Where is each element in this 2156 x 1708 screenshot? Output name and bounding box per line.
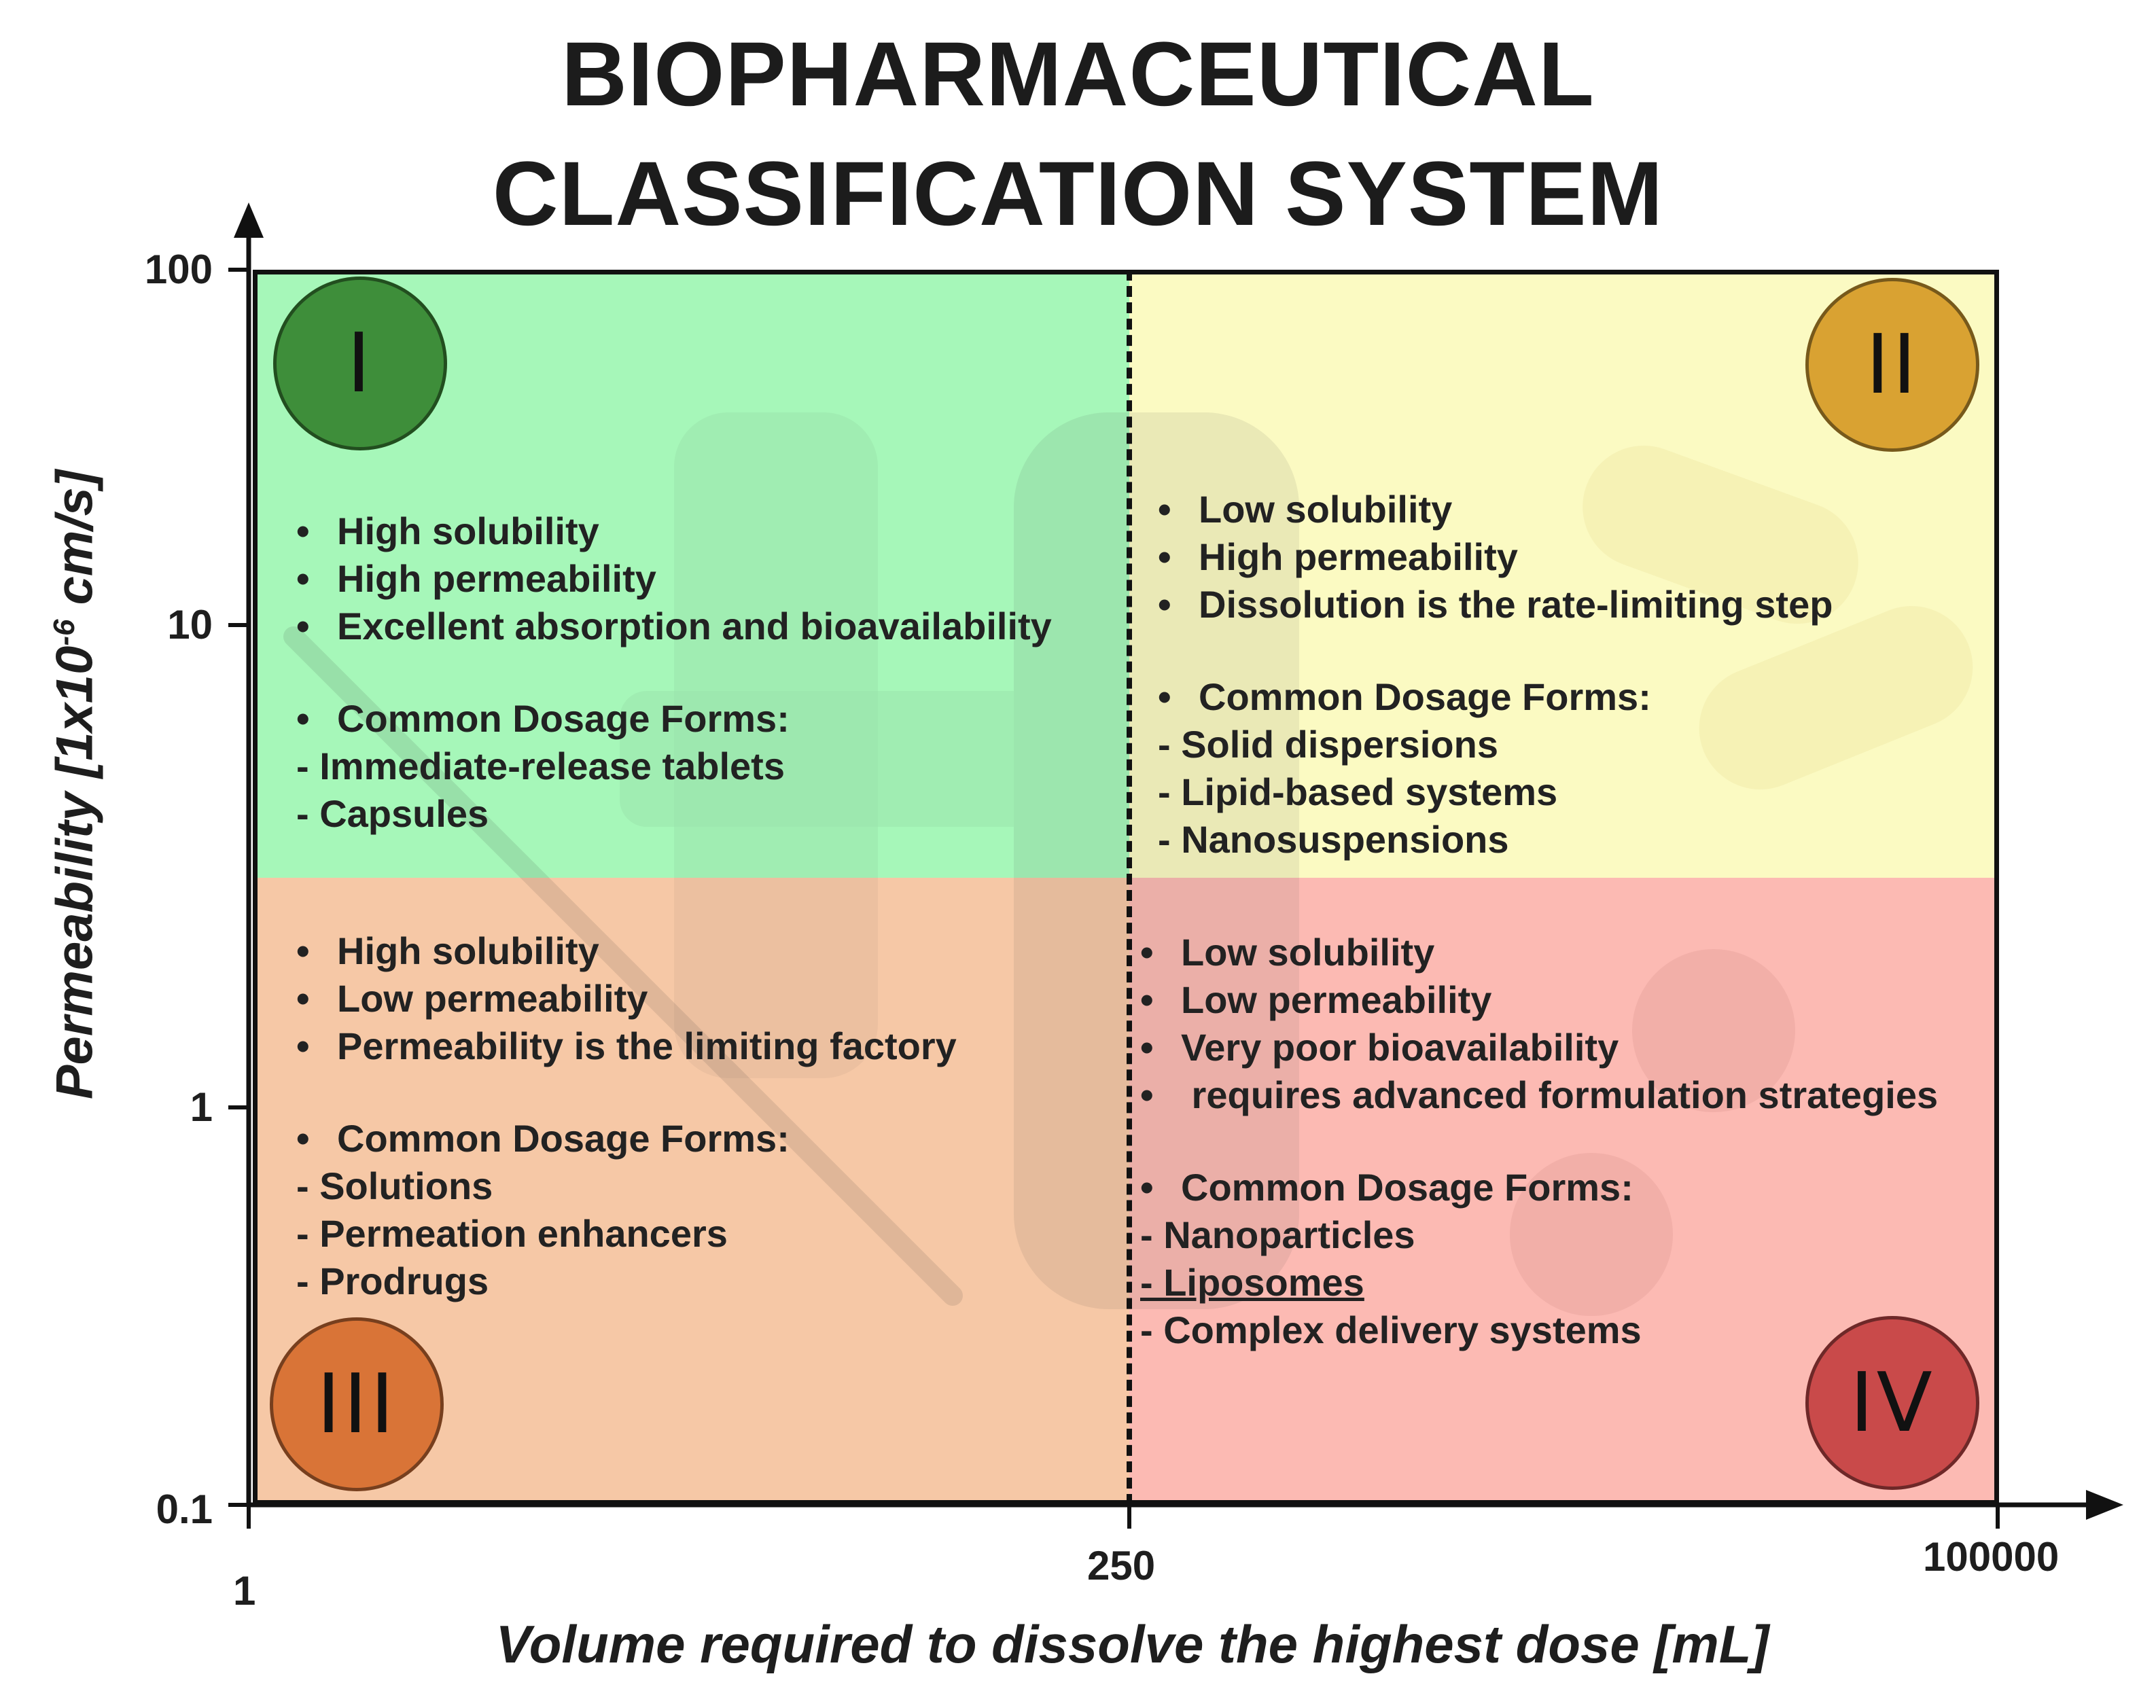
class-2-dosage-form: - Lipid-based systems [1158, 770, 1558, 813]
y-tick-label-0.1: 0.1 [156, 1487, 213, 1532]
x-tick-label-100000: 100000 [1923, 1534, 2060, 1580]
y-tick-label-1: 1 [190, 1084, 213, 1130]
class-4-property: Very poor bioavailability [1137, 1024, 1938, 1071]
class-3-property: Permeability is the limiting factory [294, 1022, 957, 1070]
x-axis-label: Volume required to dissolve the highest … [495, 1614, 1769, 1674]
classification-grid: I II III IV High solubility High permeab… [253, 270, 1999, 1505]
solubility-divider-line [1127, 270, 1132, 1505]
x-tick-label-250: 250 [1087, 1543, 1156, 1588]
class-4-property: Low permeability [1137, 976, 1938, 1024]
class-1-property: Excellent absorption and bioavailability [294, 603, 1052, 650]
class-2-dosage-form: - Solid dispersions [1158, 723, 1498, 766]
class-2-property: Dissolution is the rate-limiting step [1155, 581, 1833, 628]
title-line-2: CLASSIFICATION SYSTEM [492, 143, 1664, 245]
class-3-description: High solubility Low permeability Permeab… [294, 927, 957, 1305]
class-1-property: High solubility [294, 508, 1052, 555]
class-1-dosage-form: - Capsules [296, 792, 489, 835]
class-4-dosage-form-link[interactable]: - Liposomes [1140, 1261, 1364, 1304]
y-axis-label: Permeability [1x10-6 cm/s] [46, 469, 104, 1100]
class-4-property: Low solubility [1137, 929, 1938, 976]
class-3-dosage-form: - Solutions [296, 1164, 493, 1207]
class-3-forms-heading: Common Dosage Forms: [294, 1115, 957, 1162]
class-2-property: High permeability [1155, 533, 1833, 581]
y-tick-label-100: 100 [144, 247, 213, 292]
class-2-dosage-form: - Nanosuspensions [1158, 818, 1509, 861]
class-1-badge: I [273, 277, 447, 450]
class-1-dosage-form: - Immediate-release tablets [296, 745, 785, 787]
x-axis-arrow [2086, 1490, 2123, 1520]
class-4-badge: IV [1805, 1316, 1979, 1490]
class-4-property: requires advanced formulation strategies [1137, 1071, 1938, 1119]
class-2-description: Low solubility High permeability Dissolu… [1155, 486, 1833, 864]
class-4-description: Low solubility Low permeability Very poo… [1137, 929, 1938, 1354]
class-1-property: High permeability [294, 555, 1052, 603]
class-3-dosage-form: - Permeation enhancers [296, 1212, 728, 1255]
class-3-badge: III [270, 1317, 444, 1491]
class-2-forms-heading: Common Dosage Forms: [1155, 673, 1833, 721]
class-4-forms-heading: Common Dosage Forms: [1137, 1164, 1938, 1211]
class-1-description: High solubility High permeability Excell… [294, 508, 1052, 838]
class-3-property: Low permeability [294, 975, 957, 1022]
class-4-dosage-form: - Complex delivery systems [1140, 1309, 1642, 1351]
class-1-forms-heading: Common Dosage Forms: [294, 695, 1052, 743]
y-tick-label-10: 10 [167, 602, 213, 647]
class-2-badge: II [1805, 278, 1979, 452]
class-2-property: Low solubility [1155, 486, 1833, 533]
class-4-dosage-form: - Nanoparticles [1140, 1213, 1415, 1256]
diagram-title: BIOPHARMACEUTICAL CLASSIFICATION SYSTEM [0, 15, 2156, 254]
class-3-property: High solubility [294, 927, 957, 975]
x-tick-label-1: 1 [233, 1568, 256, 1614]
title-line-1: BIOPHARMACEUTICAL [561, 24, 1595, 125]
class-3-dosage-form: - Prodrugs [296, 1260, 489, 1302]
